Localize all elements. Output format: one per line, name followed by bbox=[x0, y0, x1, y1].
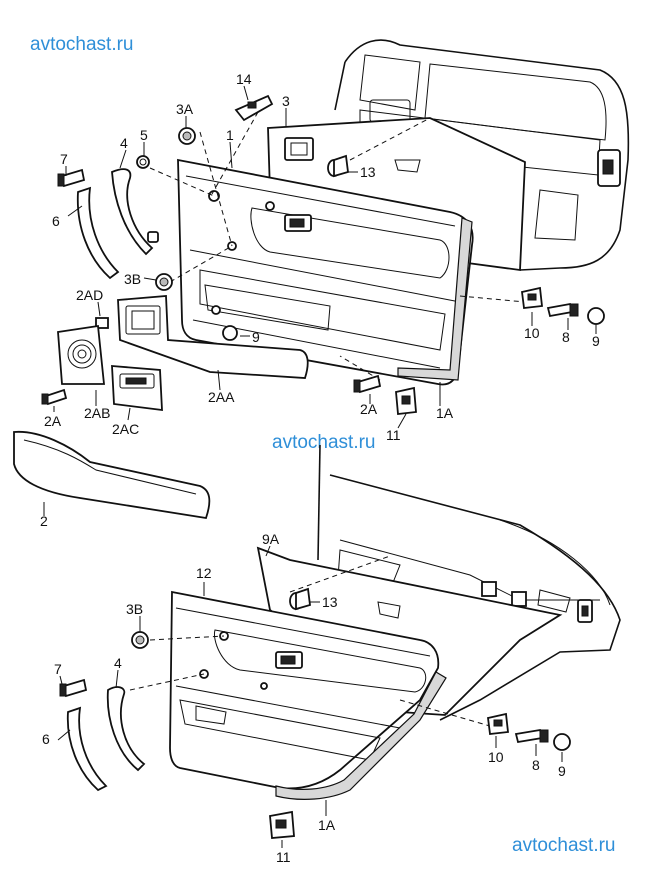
label-2: 2 bbox=[40, 513, 48, 529]
clip-2ad bbox=[95, 317, 109, 329]
grommet-3b-rear bbox=[131, 631, 149, 649]
cap-9-right bbox=[587, 307, 605, 325]
clip-14 bbox=[234, 94, 274, 122]
label-9a: 9A bbox=[262, 531, 280, 547]
screw-2a-right bbox=[353, 374, 382, 394]
label-4-rear: 4 bbox=[114, 655, 122, 671]
front-leader-lines bbox=[149, 111, 526, 381]
label-1a: 1A bbox=[436, 405, 454, 421]
ashtray-2ac bbox=[111, 365, 163, 412]
part-labels: 14 3 3A 1 4 5 7 6 13 3B 2AD 9 10 8 9 2AA… bbox=[40, 71, 600, 865]
label-9-right: 9 bbox=[592, 333, 600, 349]
label-2aa: 2AA bbox=[208, 389, 235, 405]
label-6-rear: 6 bbox=[42, 731, 50, 747]
watermark-middle: avtochast.ru bbox=[272, 432, 376, 453]
label-3b-rear: 3B bbox=[126, 601, 143, 617]
label-9-rear: 9 bbox=[558, 763, 566, 779]
clip-10-front bbox=[521, 286, 543, 309]
label-3b: 3B bbox=[124, 271, 141, 287]
handle-cover-6 bbox=[76, 186, 120, 280]
pull-handle-4-rear bbox=[106, 686, 146, 772]
screw-8-rear bbox=[514, 728, 549, 744]
label-5: 5 bbox=[140, 127, 148, 143]
grommet-3b bbox=[155, 273, 173, 291]
clip-11-front bbox=[395, 386, 417, 415]
label-3a: 3A bbox=[176, 101, 194, 117]
label-3: 3 bbox=[282, 93, 290, 109]
front-door-shell bbox=[334, 39, 630, 271]
label-1a-rear: 1A bbox=[318, 817, 336, 833]
trim-strip-2 bbox=[13, 431, 211, 520]
screw-8-front bbox=[546, 302, 579, 318]
label-14: 14 bbox=[236, 71, 252, 87]
label-10: 10 bbox=[524, 325, 540, 341]
pull-handle-4 bbox=[111, 168, 154, 256]
screw-7-rear bbox=[59, 678, 88, 698]
label-12: 12 bbox=[196, 565, 212, 581]
speaker-grille-2ab bbox=[57, 324, 105, 385]
label-2ac: 2AC bbox=[112, 421, 139, 437]
label-6: 6 bbox=[52, 213, 60, 229]
grommet-3a bbox=[178, 127, 196, 145]
plug-13 bbox=[327, 154, 349, 178]
watermark-bottom: avtochast.ru bbox=[512, 835, 616, 856]
label-1: 1 bbox=[226, 127, 234, 143]
label-2a-left: 2A bbox=[44, 413, 62, 429]
cap-9-rear bbox=[553, 733, 571, 751]
label-2ad: 2AD bbox=[76, 287, 103, 303]
label-10-rear: 10 bbox=[488, 749, 504, 765]
screw-2a-left bbox=[41, 388, 68, 406]
label-2a: 2A bbox=[360, 401, 378, 417]
label-13: 13 bbox=[360, 164, 376, 180]
edge-seal-1a-rear bbox=[275, 671, 447, 800]
watermark-top: avtochast.ru bbox=[30, 34, 134, 55]
screw-7 bbox=[57, 168, 86, 188]
handle-cover-6-rear bbox=[66, 706, 108, 792]
label-9: 9 bbox=[252, 329, 260, 345]
label-leaders bbox=[43, 85, 597, 848]
speaker-frame-2aa bbox=[117, 295, 309, 379]
label-2ab: 2AB bbox=[84, 405, 110, 421]
label-7-rear: 7 bbox=[54, 661, 62, 677]
clip-11-rear bbox=[269, 810, 295, 839]
clip-10-rear bbox=[487, 712, 509, 735]
label-8-rear: 8 bbox=[532, 757, 540, 773]
label-8: 8 bbox=[562, 329, 570, 345]
edge-seal-1a bbox=[397, 217, 473, 381]
label-11: 11 bbox=[386, 427, 401, 443]
label-11-rear: 11 bbox=[276, 849, 291, 865]
label-13-rear: 13 bbox=[322, 594, 338, 610]
rear-leader-lines bbox=[129, 555, 491, 727]
cap-9-front bbox=[222, 325, 238, 341]
plug-13-rear bbox=[289, 587, 311, 611]
rear-door-shell bbox=[317, 444, 621, 721]
label-7: 7 bbox=[60, 151, 68, 167]
rear-door-trim-12 bbox=[169, 590, 440, 790]
ring-5 bbox=[136, 155, 150, 169]
label-4: 4 bbox=[120, 135, 128, 151]
